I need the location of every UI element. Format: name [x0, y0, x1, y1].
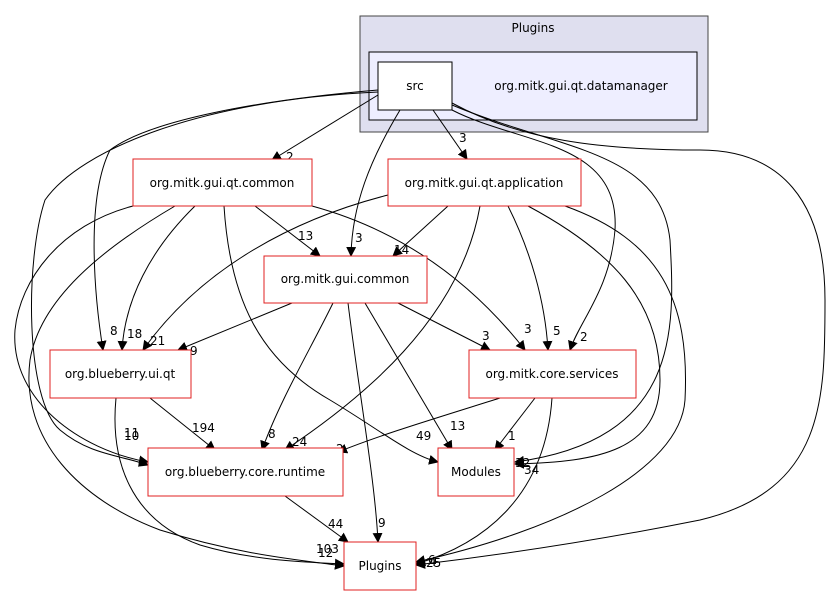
- edge-label: 44: [328, 517, 343, 531]
- edge-label: 25: [426, 556, 441, 570]
- edge-src-coreservices: [451, 109, 616, 351]
- node-qt-application-label: org.mitk.gui.qt.application: [405, 176, 564, 190]
- edge-guicommon-modules: [364, 302, 453, 451]
- edge-qtapp-coreservices: [507, 205, 553, 351]
- edge-runtime-plugins: [284, 495, 349, 543]
- edge-label: 5: [553, 324, 561, 338]
- node-src[interactable]: src: [377, 61, 453, 111]
- edge-src-guicommon: [346, 109, 401, 257]
- edge-guicommon-uiqt: [177, 302, 293, 352]
- edge-label: 194: [192, 421, 215, 435]
- edge-qtcommon-runtime: [14, 205, 149, 466]
- node-core-services-label: org.mitk.core.services: [485, 367, 618, 381]
- edge-label: 6: [428, 553, 436, 567]
- edge-label: 2: [286, 150, 294, 164]
- edge-qtapp-plugins: [415, 205, 687, 565]
- edge-src-runtime: [30, 91, 379, 467]
- node-qt-common[interactable]: org.mitk.gui.qt.common: [132, 158, 313, 207]
- edge-label: 12: [318, 546, 333, 560]
- edge-label: 1: [508, 429, 516, 443]
- node-qt-common-label: org.mitk.gui.qt.common: [150, 176, 295, 190]
- edge-qtcommon-coreservices: [311, 205, 526, 351]
- node-gui-common-label: org.mitk.gui.common: [281, 272, 410, 286]
- edge-src-qtapp: [432, 109, 468, 160]
- edge-label: 103: [316, 542, 339, 556]
- edge-label: 13: [298, 229, 313, 243]
- edge-coreservices-runtime: [337, 397, 501, 454]
- edge-guicommon-runtime: [260, 302, 334, 451]
- edge-qtapp-modules: [514, 205, 661, 469]
- edge-label: 24: [292, 435, 307, 449]
- edge-qtapp-runtime: [284, 205, 481, 451]
- edge-label: 9: [378, 516, 386, 530]
- edge-label: 14: [394, 243, 409, 257]
- edge-coreservices-modules: [494, 397, 536, 451]
- edge-label: 9: [190, 344, 198, 358]
- edge-label: 8: [268, 427, 276, 441]
- node-blueberry-core-runtime-label: org.blueberry.core.runtime: [165, 465, 325, 479]
- edge-guicommon-plugins: [347, 302, 383, 543]
- edge-label: 13: [450, 419, 465, 433]
- node-blueberry-ui-qt[interactable]: org.blueberry.ui.qt: [49, 349, 192, 399]
- edge-qtcommon-uiqt: [117, 205, 196, 351]
- node-qt-application[interactable]: org.mitk.gui.qt.application: [387, 158, 582, 207]
- edge-label: 32: [515, 456, 530, 470]
- edge-src-uiqt: [93, 89, 379, 351]
- edge-qtapp-guicommon: [392, 205, 449, 257]
- node-gui-common[interactable]: org.mitk.gui.common: [263, 255, 428, 304]
- node-modules-label: Modules: [451, 465, 501, 479]
- node-plugins[interactable]: Plugins: [343, 541, 417, 591]
- edge-label: 4: [429, 555, 437, 569]
- edge-label: 11: [124, 426, 139, 440]
- edge-label: 3: [482, 329, 490, 343]
- edge-guicommon-coreservices: [397, 302, 491, 351]
- edge-src-qtcommon: [271, 94, 379, 161]
- edge-label: 10: [124, 429, 139, 443]
- edge-label: 2: [580, 330, 588, 344]
- edge-label: 3: [459, 131, 467, 145]
- edge-qtapp-uiqt: [142, 194, 389, 351]
- edge-label: 3: [355, 231, 363, 245]
- node-modules[interactable]: Modules: [437, 447, 515, 497]
- edge-label: 3: [524, 322, 532, 336]
- cluster-plugins-label: Plugins: [512, 21, 555, 35]
- edge-label: 18: [127, 327, 142, 341]
- edge-label: 49: [416, 429, 431, 443]
- edge-qtcommon-plugins: [28, 205, 345, 570]
- edge-uiqt-plugins: [114, 397, 345, 569]
- node-blueberry-ui-qt-label: org.blueberry.ui.qt: [65, 367, 176, 381]
- edge-label: 21: [150, 334, 165, 348]
- edge-coreservices-plugins: [415, 397, 553, 567]
- edge-src-modules: [451, 104, 673, 466]
- edge-uiqt-runtime: [149, 397, 216, 451]
- edge-label: 34: [524, 463, 539, 477]
- node-core-services[interactable]: org.mitk.core.services: [468, 349, 637, 399]
- edge-src-plugins: [415, 102, 826, 569]
- cluster-datamanager-label: org.mitk.gui.qt.datamanager: [494, 79, 668, 93]
- node-blueberry-core-runtime[interactable]: org.blueberry.core.runtime: [147, 447, 344, 497]
- node-plugins-label: Plugins: [359, 559, 402, 573]
- edge-label: 8: [110, 324, 118, 338]
- edge-qtcommon-modules: [223, 205, 439, 465]
- node-src-label: src: [406, 79, 424, 93]
